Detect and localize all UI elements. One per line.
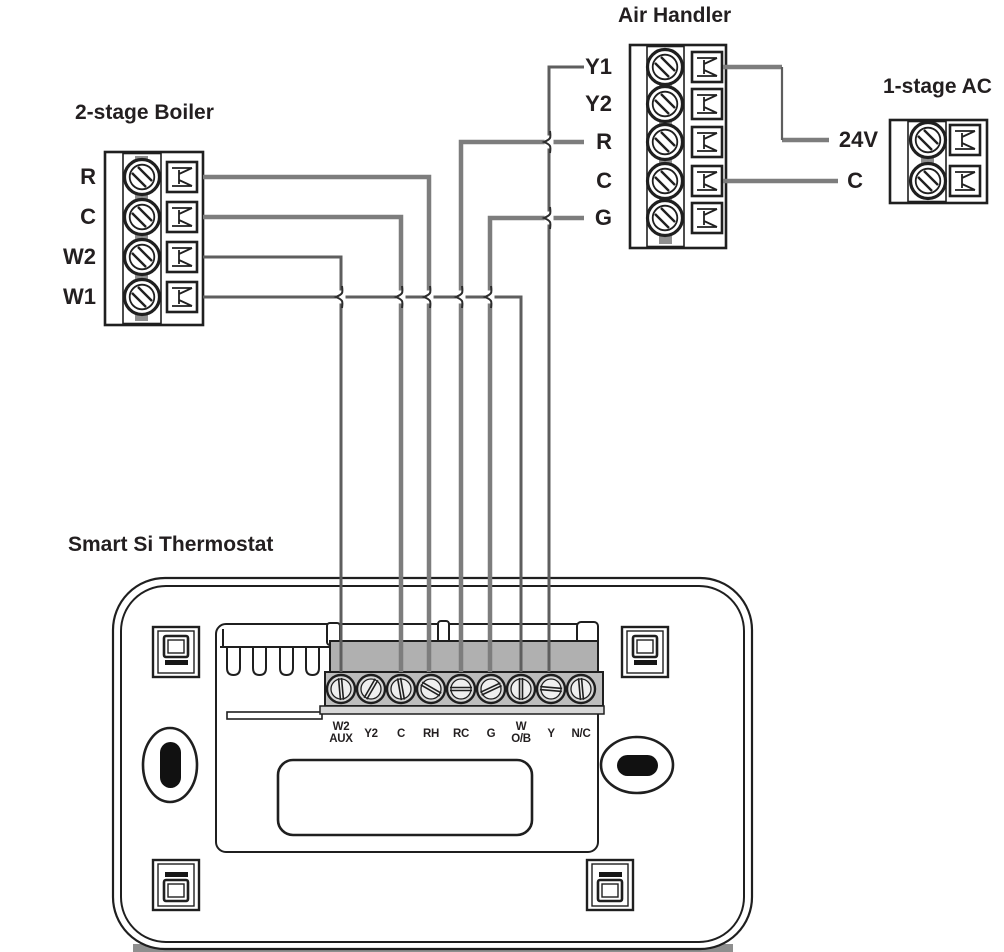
- terminal-strip-upper-band: [329, 640, 599, 673]
- terminal-strip-flange: [319, 705, 605, 715]
- tstat-label-aux: AUX: [329, 733, 353, 745]
- wire-boiler-w1-to-wob: [203, 295, 523, 672]
- tstat-label-ob: O/B: [511, 733, 531, 745]
- tstat-label-y2: Y2: [364, 728, 377, 740]
- tstat-label-w: W: [516, 721, 527, 733]
- wire-guide-comb: [220, 629, 330, 677]
- air-handler-title: Air Handler: [618, 4, 731, 27]
- tstat-label-nc: N/C: [572, 728, 591, 740]
- clamp-icon: [690, 87, 724, 121]
- thermostat-body-inner: [120, 585, 745, 943]
- ah-terminal-c: C: [596, 168, 612, 193]
- tstat-label-rh: RH: [423, 728, 439, 740]
- screw-icon: [122, 157, 162, 197]
- mounting-slot-right: [617, 755, 658, 776]
- tstat-label-w2: W2: [333, 721, 350, 733]
- ac-title: 1-stage AC: [883, 75, 992, 98]
- thermostat-title: Smart Si Thermostat: [68, 533, 273, 556]
- mounting-slot-left: [160, 742, 181, 788]
- clamp-icon: [165, 240, 199, 274]
- terminal-screw-icon: [415, 673, 447, 705]
- ah-terminal-r: R: [596, 129, 612, 154]
- screw-icon: [122, 197, 162, 237]
- ah-terminal-g: G: [595, 205, 612, 230]
- clamp-icon: [690, 50, 724, 84]
- screw-icon: [645, 84, 685, 124]
- terminal-screw-icon: [445, 673, 477, 705]
- clamp-icon: [948, 123, 982, 157]
- tstat-label-c: C: [397, 728, 405, 740]
- terminal-screw-icon: [505, 673, 537, 705]
- wire-boiler-r-to-rh: [203, 174, 432, 672]
- ac-terminal-24v: 24V: [839, 127, 878, 152]
- tstat-label-rc: RC: [453, 728, 469, 740]
- clamp-icon: [690, 201, 724, 235]
- boiler-terminal-w2: W2: [63, 244, 96, 269]
- screw-icon: [122, 277, 162, 317]
- wire-boiler-c-to-c: [203, 214, 404, 672]
- clamp-icon: [165, 160, 199, 194]
- boiler-title: 2-stage Boiler: [75, 101, 214, 124]
- screw-icon: [645, 47, 685, 87]
- clamp-icon: [165, 280, 199, 314]
- wires-dark: [203, 65, 784, 672]
- wire-boiler-w2-to-w2aux: [203, 255, 343, 672]
- air-handler-block: Air Handler Y1 Y2 R C G: [585, 4, 731, 250]
- terminal-screw-icon: [355, 673, 387, 705]
- thermostat-hardware: [141, 625, 675, 912]
- clamp-icon: [948, 164, 982, 198]
- ah-terminal-y1: Y1: [585, 54, 612, 79]
- screw-icon: [645, 122, 685, 162]
- mounting-clip-icon: [620, 625, 670, 679]
- screw-icon: [122, 237, 162, 277]
- wire-ah-y1-to-y: [547, 65, 584, 672]
- screw-icon: [645, 161, 685, 201]
- thermostat-strip-screws: [325, 673, 597, 705]
- boiler-terminal-c: C: [80, 204, 96, 229]
- boiler-block: 2-stage Boiler R C W2 W1: [63, 101, 214, 327]
- clamp-icon: [690, 125, 724, 159]
- boiler-terminal-r: R: [80, 164, 96, 189]
- clamp-icon: [165, 200, 199, 234]
- screw-icon: [908, 120, 948, 160]
- tstat-label-g: G: [487, 728, 496, 740]
- clamp-icon: [690, 164, 724, 198]
- tstat-label-y: Y: [547, 728, 555, 740]
- mounting-clip-icon: [151, 625, 201, 679]
- ah-terminal-y2: Y2: [585, 91, 612, 116]
- mounting-clip-icon: [585, 858, 635, 912]
- screw-icon: [908, 161, 948, 201]
- backplate-ledge: [226, 711, 323, 720]
- ac-terminal-c: C: [847, 168, 863, 193]
- mounting-clip-icon: [151, 858, 201, 912]
- boiler-terminal-w1: W1: [63, 284, 96, 309]
- screw-icon: [645, 198, 685, 238]
- thermostat-terminal-labels: W2 AUX Y2 C RH RC G W O/B Y N/C: [329, 721, 590, 745]
- display-window: [276, 758, 534, 837]
- ac-block: 1-stage AC 24V C: [839, 75, 992, 205]
- terminal-screw-icon: [475, 673, 507, 705]
